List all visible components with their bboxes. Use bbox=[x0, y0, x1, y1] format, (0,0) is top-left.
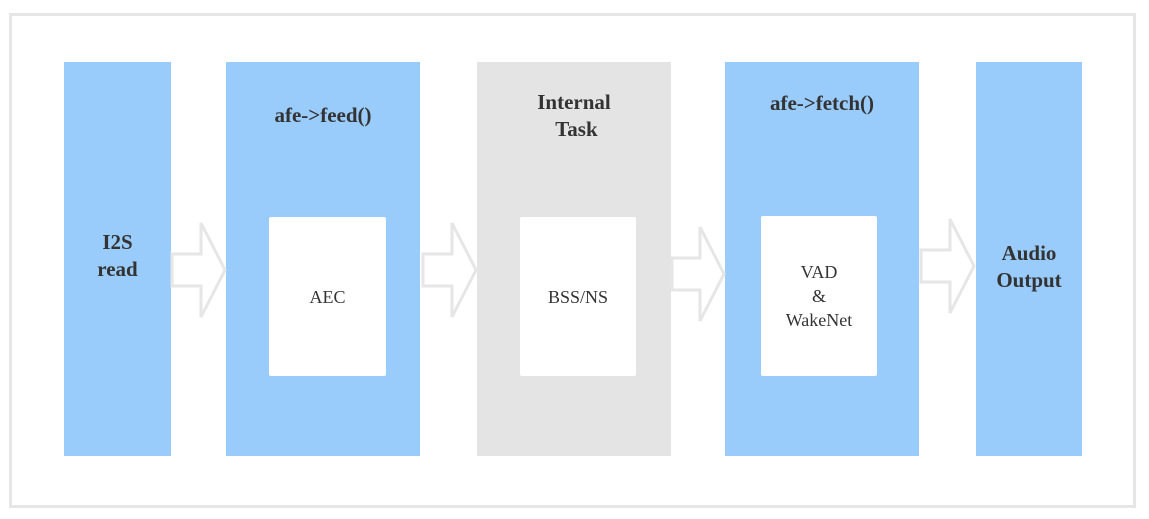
stage-i2s-read: I2S read bbox=[64, 62, 171, 456]
stage-title: afe->fetch() bbox=[769, 91, 875, 115]
vad-wakenet-label: VAD & WakeNet bbox=[785, 262, 853, 330]
bss-ns-label: BSS/NS bbox=[547, 286, 609, 307]
vad-wakenet-box: VAD & WakeNet bbox=[761, 216, 877, 376]
arrow-icon bbox=[919, 218, 976, 314]
stage-title: Internal Task bbox=[537, 90, 611, 141]
arrow-icon bbox=[670, 226, 726, 322]
stage-title: Audio Output bbox=[996, 241, 1062, 292]
stage-afe-feed: afe->feed() AEC bbox=[226, 62, 420, 456]
stage-afe-fetch: afe->fetch() VAD & WakeNet bbox=[725, 62, 919, 456]
stage-title: afe->feed() bbox=[274, 103, 372, 127]
aec-box: AEC bbox=[269, 217, 386, 376]
stage-audio-output: Audio Output bbox=[976, 62, 1082, 456]
arrow-icon bbox=[170, 222, 227, 318]
bss-ns-box: BSS/NS bbox=[520, 217, 636, 376]
stage-title: I2S read bbox=[97, 230, 138, 281]
stage-internal-task: Internal Task BSS/NS bbox=[477, 62, 671, 456]
arrow-icon bbox=[421, 222, 478, 318]
diagram-frame bbox=[9, 13, 1136, 508]
aec-label: AEC bbox=[309, 286, 346, 307]
